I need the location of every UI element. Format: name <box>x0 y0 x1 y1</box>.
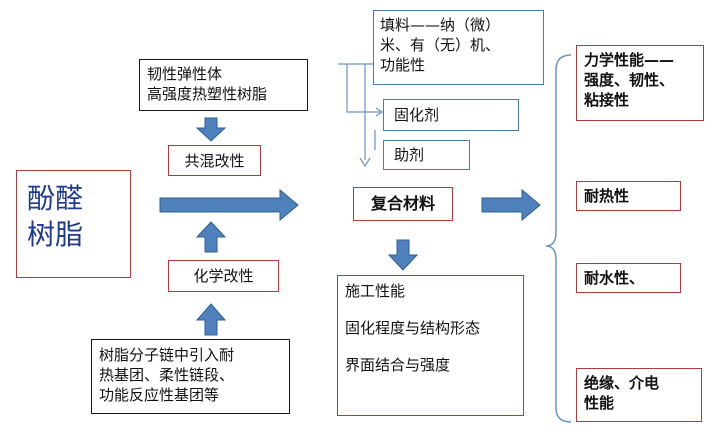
arrow-up-to-chem <box>195 303 227 336</box>
water-resistance-box: 耐水性、 <box>576 263 681 293</box>
process-line2: 固化程度与结构形态 <box>345 319 481 337</box>
insulation-properties-box: 绝缘、介电 性能 <box>576 368 702 422</box>
chem-desc-line1: 树脂分子链中引入耐 <box>99 346 235 364</box>
blend-modification-box: 共混改性 <box>168 145 261 176</box>
tough-line2: 高强度热塑性树脂 <box>147 85 268 103</box>
blend-label: 共混改性 <box>184 152 245 170</box>
water-label: 耐水性、 <box>584 269 645 287</box>
filler-line1: 填料——纳（微） <box>380 16 501 34</box>
arrow-down-to-process <box>387 239 419 271</box>
mechanical-properties-box: 力学性能—— 强度、韧性、 粘接性 <box>576 45 704 121</box>
thin-arrowhead <box>359 157 371 168</box>
toughening-agent-box: 韧性弹性体 高强度热塑性树脂 <box>139 59 308 111</box>
curing-agent-label: 固化剂 <box>394 106 440 124</box>
heat-resistance-box: 耐热性 <box>576 181 681 211</box>
phenolic-resin-box: 酚醛 树脂 <box>16 170 131 278</box>
filler-line2: 米、有（无）机、 <box>380 36 501 54</box>
arrow-down-to-blend <box>195 117 227 142</box>
chem-label: 化学改性 <box>193 267 254 285</box>
additive-box: 助剂 <box>383 140 470 170</box>
chem-desc-line3: 功能反应性基团等 <box>99 386 220 404</box>
curing-arrowhead <box>375 107 384 117</box>
chem-desc-line2: 热基团、柔性链段、 <box>99 366 235 384</box>
chemical-modification-box: 化学改性 <box>168 260 279 292</box>
mech-line1: 力学性能—— <box>584 51 675 69</box>
filler-to-curing-line <box>346 64 380 113</box>
process-line1: 施工性能 <box>345 282 406 300</box>
phenolic-line1: 酚醛 <box>27 182 84 215</box>
property-brace <box>545 54 572 423</box>
curing-agent-box: 固化剂 <box>383 99 519 131</box>
heat-label: 耐热性 <box>584 187 630 205</box>
mech-line3: 粘接性 <box>584 91 630 109</box>
mech-line2: 强度、韧性、 <box>584 71 675 89</box>
phenolic-line2: 树脂 <box>27 218 84 251</box>
chemical-description-box: 树脂分子链中引入耐 热基团、柔性链段、 功能反应性基团等 <box>91 339 290 414</box>
arrow-up-from-chem <box>195 221 227 253</box>
composite-material-box: 复合材料 <box>353 187 453 221</box>
process-properties-box: 施工性能 固化程度与结构形态 界面结合与强度 <box>337 275 524 416</box>
additive-label: 助剂 <box>394 146 425 164</box>
process-line3: 界面结合与强度 <box>345 356 451 374</box>
arrow-right-main <box>159 188 299 222</box>
tough-line1: 韧性弹性体 <box>147 65 223 83</box>
insul-line2: 性能 <box>584 394 615 412</box>
insul-line1: 绝缘、介电 <box>584 374 660 392</box>
arrow-right-properties <box>481 188 541 222</box>
filler-line3: 功能性 <box>380 56 426 74</box>
composite-label: 复合材料 <box>370 194 435 213</box>
filler-box: 填料——纳（微） 米、有（无）机、 功能性 <box>373 10 544 85</box>
